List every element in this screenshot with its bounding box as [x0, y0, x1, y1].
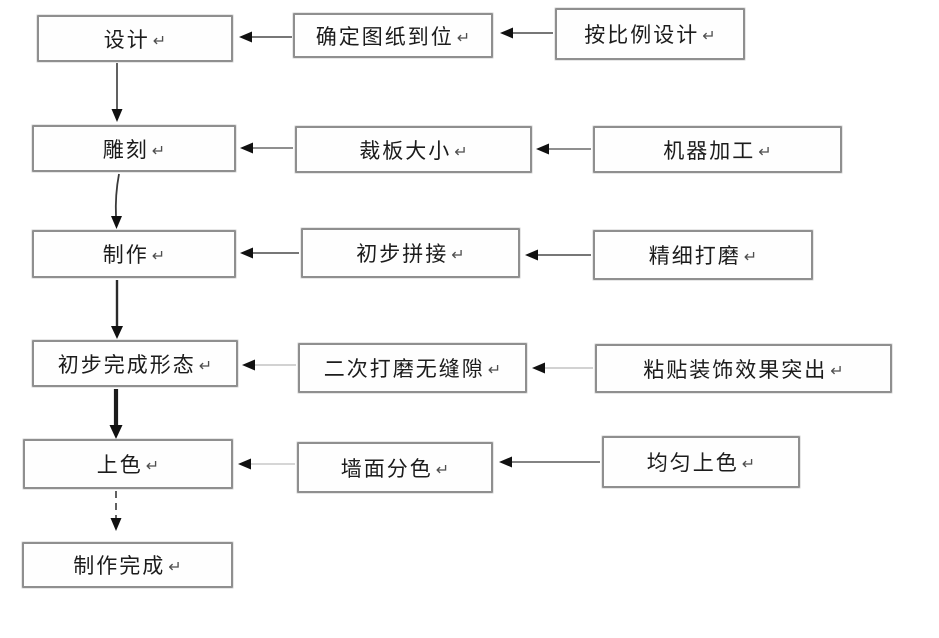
node-fine-polish-label: 精细打磨	[648, 245, 741, 268]
return-mark-icon: ↵	[743, 249, 758, 266]
node-wall-color-label: 墙面分色	[340, 457, 433, 481]
node-complete-label: 制作完成	[73, 555, 166, 578]
node-color: 上色↵	[23, 439, 233, 489]
arrow-color-to-complete	[110, 491, 122, 531]
node-carve-label: 雕刻	[102, 138, 149, 162]
node-make: 制作↵	[32, 230, 236, 278]
node-even-color-label: 均匀上色	[646, 452, 739, 475]
arrow-splice-to-make	[240, 247, 299, 259]
arrow-evencolor-to-wallcolor	[499, 456, 600, 468]
return-mark-icon: ↵	[151, 142, 166, 160]
arrow-cutboard-to-carve	[240, 142, 293, 154]
node-confirm-drawing: 确定图纸到位↵	[293, 13, 493, 58]
arrow-make-to-preliminary	[111, 280, 123, 339]
node-second-polish: 二次打磨无缝隙↵	[298, 343, 527, 393]
return-mark-icon: ↵	[741, 456, 756, 473]
node-wall-color: 墙面分色↵	[297, 442, 493, 493]
return-mark-icon: ↵	[456, 29, 471, 47]
node-complete: 制作完成↵	[22, 542, 233, 588]
node-preliminary-form-label: 初步完成形态	[57, 353, 196, 377]
node-decor-effect-label: 粘贴装饰效果突出	[643, 358, 828, 382]
node-fine-polish: 精细打磨↵	[593, 230, 813, 280]
node-make-label: 制作	[102, 244, 149, 267]
node-even-color: 均匀上色↵	[602, 436, 800, 488]
arrow-confirm-to-design	[239, 31, 292, 43]
arrow-machine-to-cutboard	[536, 143, 591, 155]
arrow-wallcolor-to-color	[238, 458, 295, 470]
node-machine-work: 机器加工↵	[593, 126, 842, 173]
node-splice-label: 初步拼接	[356, 243, 449, 266]
arrow-secondpolish-to-preliminary	[242, 359, 296, 371]
return-mark-icon: ↵	[702, 28, 716, 45]
node-second-polish-label: 二次打磨无缝隙	[323, 358, 485, 381]
node-cut-board-label: 裁板大小	[359, 139, 452, 163]
arrow-preliminary-to-color	[109, 389, 123, 439]
node-scale-design: 按比例设计↵	[555, 8, 745, 60]
node-machine-work-label: 机器加工	[663, 139, 756, 163]
arrow-carve-to-make	[111, 173, 122, 229]
arrow-design-to-carve	[111, 63, 123, 122]
node-preliminary-form: 初步完成形态↵	[32, 340, 238, 387]
node-confirm-drawing-label: 确定图纸到位	[315, 25, 454, 49]
node-color-label: 上色	[96, 454, 143, 477]
return-mark-icon: ↵	[168, 559, 182, 576]
return-mark-icon: ↵	[758, 143, 772, 161]
arrow-finepolish-to-splice	[525, 249, 591, 261]
return-mark-icon: ↵	[830, 362, 844, 380]
node-scale-design-label: 按比例设计	[584, 24, 700, 47]
return-mark-icon: ↵	[435, 461, 450, 479]
return-mark-icon: ↵	[451, 247, 465, 264]
node-cut-board: 裁板大小↵	[295, 126, 532, 173]
arrow-scale-to-confirm	[500, 27, 553, 39]
node-splice: 初步拼接↵	[301, 228, 520, 278]
return-mark-icon: ↵	[487, 362, 502, 379]
return-mark-icon: ↵	[145, 458, 160, 475]
return-mark-icon: ↵	[198, 357, 213, 375]
return-mark-icon: ↵	[151, 248, 166, 265]
node-carve: 雕刻↵	[32, 125, 236, 172]
node-design-label: 设计	[103, 28, 150, 52]
node-decor-effect: 粘贴装饰效果突出↵	[595, 344, 892, 393]
node-design: 设计↵	[37, 15, 233, 62]
arrow-decor-to-secondpolish	[532, 362, 593, 374]
return-mark-icon: ↵	[454, 143, 468, 161]
return-mark-icon: ↵	[152, 32, 167, 50]
